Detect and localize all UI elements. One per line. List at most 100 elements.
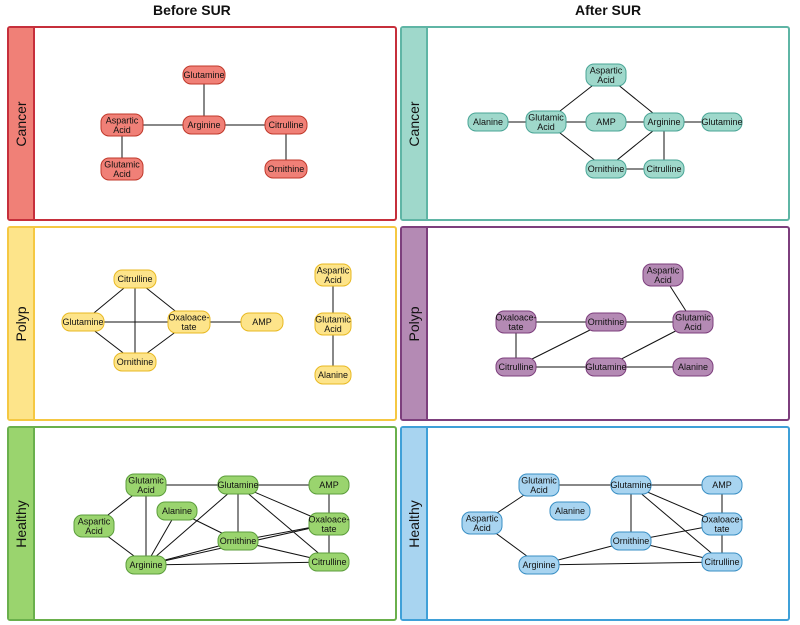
node-label: Citrulline <box>498 362 533 372</box>
node-box <box>217 531 259 551</box>
row-strip: Polyp <box>402 228 428 419</box>
node-arginine: Arginine <box>643 112 685 132</box>
node-label: Alanine <box>555 506 585 516</box>
node-box <box>467 112 509 132</box>
node-box <box>495 310 537 334</box>
node-label: tate <box>181 322 196 332</box>
node-box <box>240 312 284 332</box>
node-label: Acid <box>324 275 342 285</box>
node-ornithine: Ornithine <box>113 352 157 372</box>
node-label: Citrulline <box>646 164 681 174</box>
node-box <box>61 312 105 332</box>
node-box <box>100 157 144 181</box>
node-label: Acid <box>597 75 615 85</box>
row-strip: Cancer <box>402 28 428 219</box>
node-alanine: Alanine <box>314 365 352 385</box>
node-ornithine: Ornithine <box>585 312 627 332</box>
node-citrulline: Citrulline <box>264 115 308 135</box>
node-oxaloacetate: Oxaloace-tate <box>167 310 211 334</box>
node-amp: AMP <box>240 312 284 332</box>
node-box <box>217 475 259 495</box>
node-label: Acid <box>137 485 155 495</box>
node-label: Citrulline <box>268 120 303 130</box>
node-label: AMP <box>319 480 339 490</box>
edge-arginine-citrulline <box>538 561 723 566</box>
node-box <box>643 112 685 132</box>
node-box <box>182 65 226 85</box>
node-label: Aspartic <box>590 65 623 75</box>
node-label: Acid <box>324 324 342 334</box>
node-label: Ornithine <box>117 357 154 367</box>
node-label: Arginine <box>129 560 162 570</box>
node-label: Arginine <box>647 117 680 127</box>
node-label: Glutamine <box>610 480 651 490</box>
node-box <box>308 512 350 536</box>
node-label: Alanine <box>678 362 708 372</box>
node-ornithine: Ornithine <box>585 159 627 179</box>
node-box <box>549 501 591 521</box>
node-box <box>585 357 627 377</box>
node-label: Aspartic <box>647 265 680 275</box>
node-label: Acid <box>113 125 131 135</box>
node-label: Alanine <box>162 506 192 516</box>
node-label: Ornithine <box>220 536 257 546</box>
node-label: Oxaloace- <box>308 514 349 524</box>
node-box <box>518 473 560 497</box>
node-label: AMP <box>596 117 616 127</box>
node-box <box>314 365 352 385</box>
node-label: Acid <box>85 526 103 536</box>
node-ornithine: Ornithine <box>217 531 259 551</box>
node-label: Glutamine <box>585 362 626 372</box>
node-box <box>264 115 308 135</box>
node-glutamine: Glutamine <box>585 357 627 377</box>
node-label: Ornithine <box>613 536 650 546</box>
node-label: Aspartic <box>466 513 499 523</box>
node-label: AMP <box>252 317 272 327</box>
node-label: Arginine <box>522 560 555 570</box>
node-label: Aspartic <box>106 115 139 125</box>
node-citrulline: Citrulline <box>643 159 685 179</box>
node-label: tate <box>321 524 336 534</box>
edge-arginine-citrulline <box>145 561 330 566</box>
node-label: Oxaloace- <box>495 312 536 322</box>
node-label: Glutamic <box>521 475 557 485</box>
node-arginine: Arginine <box>518 555 560 575</box>
node-box <box>113 352 157 372</box>
node-box <box>585 63 627 87</box>
node-label: Aspartic <box>317 265 350 275</box>
node-oxaloacetate: Oxaloace-tate <box>701 512 743 536</box>
node-alanine: Alanine <box>672 357 714 377</box>
node-box <box>701 475 743 495</box>
node-box <box>585 159 627 179</box>
node-citrulline: Citrulline <box>701 552 743 572</box>
node-label: Citrulline <box>117 274 152 284</box>
node-label: Ornithine <box>588 164 625 174</box>
node-label: Acid <box>684 322 702 332</box>
node-glutamine: Glutamine <box>217 475 259 495</box>
node-box <box>610 531 652 551</box>
node-box <box>610 475 652 495</box>
node-box <box>643 159 685 179</box>
row-strip: Polyp <box>9 228 35 419</box>
node-label: Glutamine <box>62 317 103 327</box>
node-label: Oxaloace- <box>168 312 209 322</box>
node-box <box>182 115 226 135</box>
node-label: Glutamine <box>183 70 224 80</box>
node-amp: AMP <box>585 112 627 132</box>
node-label: Ornithine <box>268 164 305 174</box>
node-box <box>585 312 627 332</box>
edge-glutamine-citrulline <box>630 484 723 563</box>
